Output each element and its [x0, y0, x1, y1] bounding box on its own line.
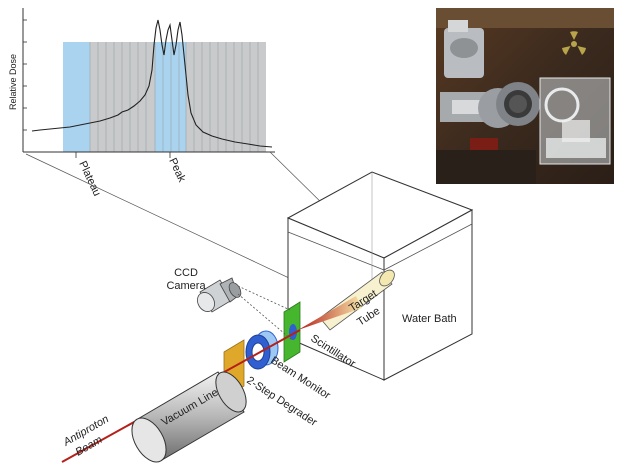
- beam-monitor: [245, 330, 279, 370]
- peak-label: Peak: [166, 156, 188, 184]
- apparatus-photo: [436, 8, 614, 184]
- water-bath: [286, 171, 474, 381]
- water-bath-label: Water Bath: [402, 313, 457, 325]
- peak-band: [155, 42, 186, 152]
- beam-cone: [298, 296, 362, 330]
- camera-view-lines: [237, 285, 293, 341]
- ccd-camera-label-1: CCD: [174, 267, 198, 279]
- ccd-camera-label-2: Camera: [166, 280, 206, 292]
- x-ticks: [75, 152, 171, 158]
- plateau-band: [63, 42, 90, 152]
- dose-plot: Relative Dose Plateau Peak: [8, 8, 275, 198]
- plateau-label: Plateau: [76, 159, 103, 198]
- y-ticks: [23, 19, 27, 131]
- dose-curve: [31, 19, 273, 148]
- grid-lines: [89, 42, 259, 152]
- vacuum-line-tube: [131, 371, 247, 463]
- y-axis-label: Relative Dose: [8, 54, 18, 110]
